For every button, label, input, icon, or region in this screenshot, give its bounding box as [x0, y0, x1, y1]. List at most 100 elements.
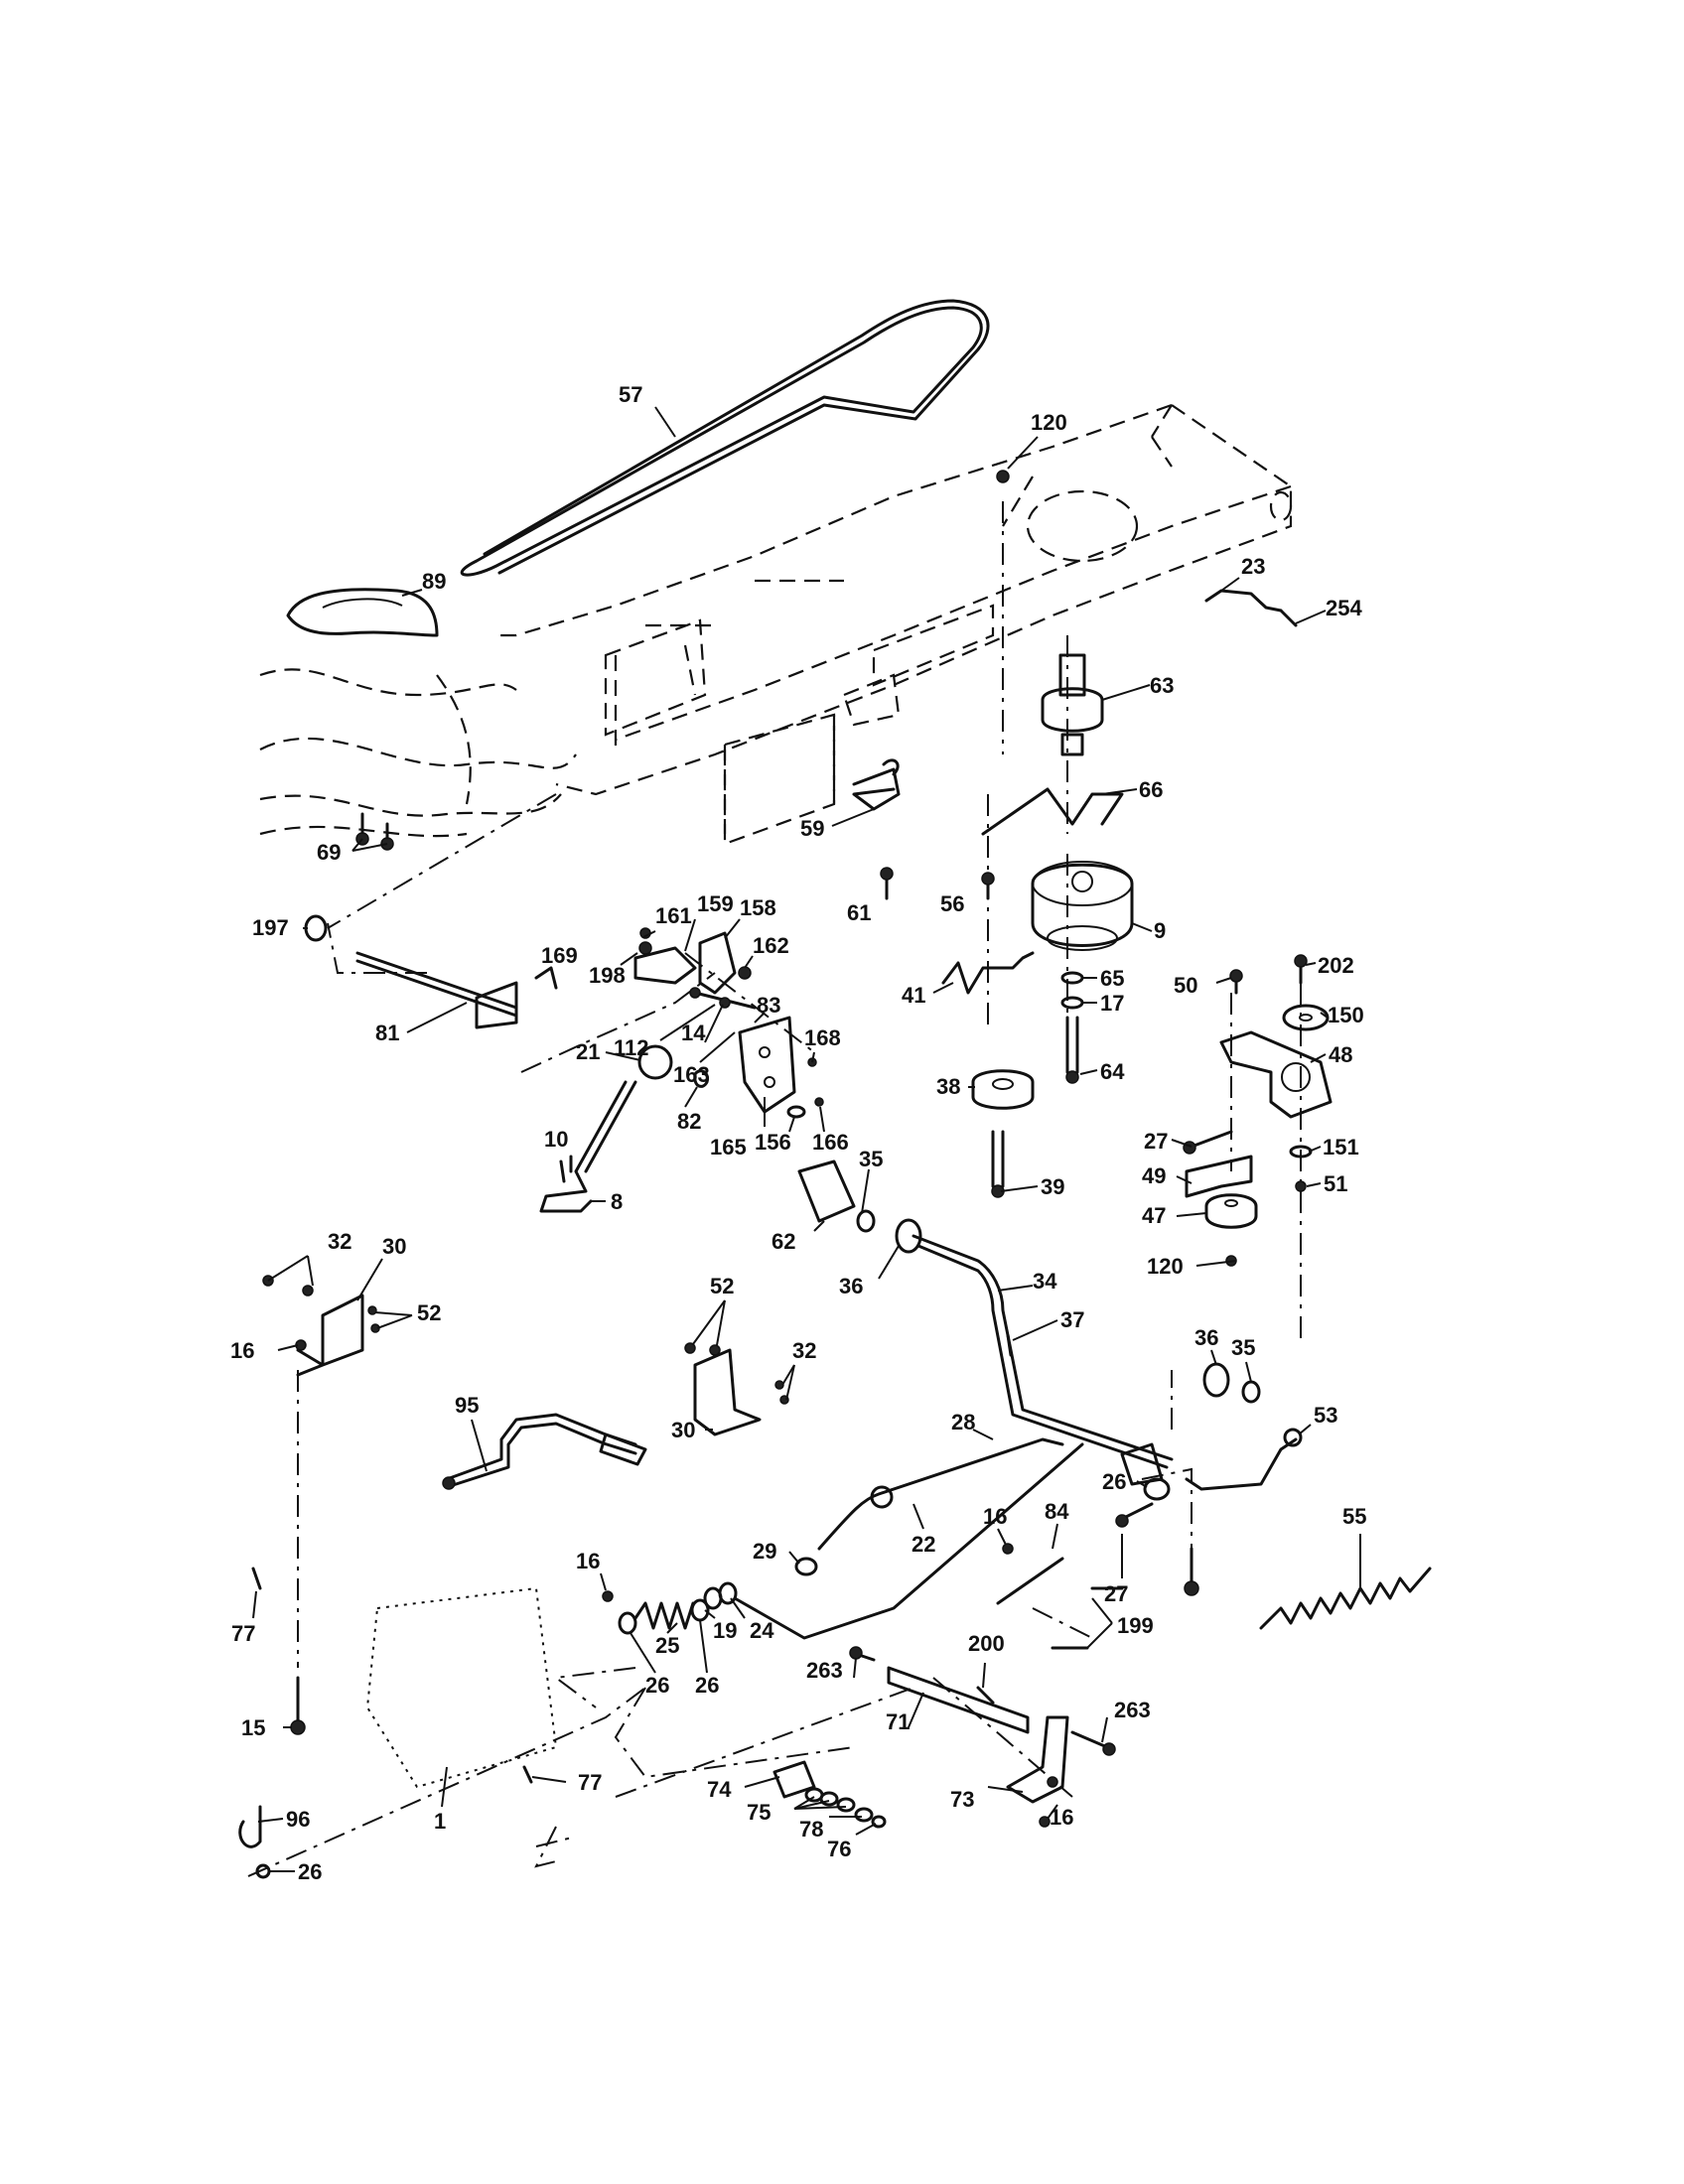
callout-55: 55	[1342, 1504, 1366, 1529]
callout-112: 112	[614, 1035, 649, 1060]
callout-51: 51	[1324, 1171, 1347, 1196]
callout-32: 32	[328, 1229, 351, 1254]
callout-16: 16	[1050, 1805, 1073, 1830]
rod-84	[996, 1557, 1064, 1605]
bracket-30-middle	[693, 1348, 762, 1436]
callout-52: 52	[710, 1274, 734, 1298]
callout-35: 35	[859, 1147, 883, 1171]
idler-pulley-150	[1282, 1004, 1330, 1031]
callout-50: 50	[1174, 973, 1197, 998]
callout-71: 71	[886, 1709, 910, 1734]
callout-95: 95	[455, 1393, 479, 1418]
callout-14: 14	[681, 1021, 706, 1045]
bracket-71	[887, 1666, 1030, 1734]
callout-48: 48	[1329, 1042, 1352, 1067]
callout-77: 77	[578, 1770, 602, 1795]
callout-66: 66	[1139, 777, 1163, 802]
callout-169: 169	[541, 943, 578, 968]
callout-9: 9	[1154, 918, 1166, 943]
callout-156: 156	[755, 1130, 791, 1155]
callout-78: 78	[799, 1817, 823, 1842]
callout-17: 17	[1100, 991, 1124, 1016]
callout-81: 81	[375, 1021, 399, 1045]
drive-belt	[460, 306, 983, 577]
callout-64: 64	[1100, 1059, 1125, 1084]
bracket-49	[1185, 1155, 1253, 1198]
callout-65: 65	[1100, 966, 1124, 991]
callout-16: 16	[576, 1549, 600, 1573]
callout-200: 200	[968, 1631, 1005, 1656]
spacer-62	[797, 1160, 856, 1223]
callout-166: 166	[812, 1130, 849, 1155]
callout-35: 35	[1231, 1335, 1255, 1360]
callout-69: 69	[317, 840, 341, 865]
callout-30: 30	[382, 1234, 406, 1259]
callout-26: 26	[298, 1859, 322, 1884]
callout-89: 89	[422, 569, 446, 594]
callout-52: 52	[417, 1300, 441, 1325]
hex-nut	[996, 470, 1010, 483]
callout-36: 36	[1194, 1325, 1218, 1350]
callout-83: 83	[757, 993, 780, 1018]
callout-56: 56	[940, 891, 964, 916]
callout-1: 1	[434, 1809, 446, 1834]
callout-61: 61	[847, 900, 871, 925]
bracket-23	[1204, 589, 1283, 613]
callout-34: 34	[1033, 1269, 1057, 1294]
callout-62: 62	[772, 1229, 795, 1254]
parts	[238, 299, 1432, 1879]
callout-47: 47	[1142, 1203, 1166, 1228]
bracket-165	[738, 1016, 796, 1114]
callout-84: 84	[1045, 1499, 1069, 1524]
callout-198: 198	[589, 963, 626, 988]
callout-28: 28	[951, 1410, 975, 1434]
callout-162: 162	[753, 933, 789, 958]
callout-77: 77	[231, 1621, 255, 1646]
frame-outline	[496, 403, 1293, 846]
bracket-158	[698, 931, 737, 995]
callout-53: 53	[1314, 1403, 1337, 1428]
callout-120: 120	[1031, 410, 1067, 435]
shift-lever-8	[539, 1080, 628, 1213]
assembly-lines	[247, 501, 1302, 1877]
callout-74: 74	[707, 1777, 732, 1802]
rod-28	[817, 1437, 1064, 1551]
callout-159: 159	[697, 891, 734, 916]
callout-151: 151	[1323, 1135, 1359, 1160]
callout-15: 15	[241, 1715, 265, 1740]
callout-199: 199	[1117, 1613, 1154, 1638]
callout-29: 29	[753, 1539, 776, 1564]
rod-66	[981, 787, 1124, 836]
callout-26: 26	[695, 1673, 719, 1698]
pulley-38	[971, 1069, 1035, 1110]
callout-163: 163	[673, 1062, 710, 1087]
knob-21	[637, 1044, 673, 1080]
callout-23: 23	[1241, 554, 1265, 579]
callout-37: 37	[1060, 1307, 1084, 1332]
bracket-30-left	[296, 1294, 364, 1377]
rod-41	[941, 951, 1035, 995]
callout-8: 8	[611, 1189, 623, 1214]
callout-27: 27	[1144, 1129, 1168, 1154]
spacer-74	[772, 1760, 816, 1799]
callout-202: 202	[1318, 953, 1354, 978]
callout-168: 168	[804, 1025, 841, 1050]
callout-254: 254	[1326, 596, 1362, 620]
callout-16: 16	[983, 1504, 1007, 1529]
callout-59: 59	[800, 816, 824, 841]
callout-16: 16	[230, 1338, 254, 1363]
callout-73: 73	[950, 1787, 974, 1812]
deck-1-outline	[365, 1586, 558, 1789]
callout-26: 26	[1102, 1469, 1126, 1494]
clip-59	[852, 758, 901, 811]
callout-19: 19	[713, 1618, 737, 1643]
shaft-34	[912, 1234, 1174, 1461]
leader-lines	[252, 406, 1361, 1872]
callout-161: 161	[655, 903, 692, 928]
rod-53	[1185, 1437, 1298, 1491]
callout-32: 32	[792, 1338, 816, 1363]
bracket-73	[1006, 1715, 1069, 1804]
callout-82: 82	[677, 1109, 701, 1134]
callout-120: 120	[1147, 1254, 1184, 1279]
callout-30: 30	[671, 1418, 695, 1442]
